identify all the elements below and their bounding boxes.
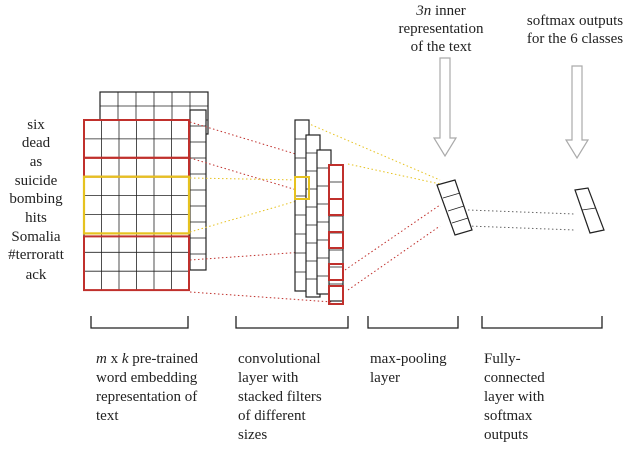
inner-representation-label: 3n inner representation of the text: [378, 2, 504, 56]
inner-representation-text: inner representation of the text: [398, 3, 484, 55]
conv-filter-stack: [294, 119, 344, 305]
softmax-outputs-label: softmax outputs for the 6 classes: [526, 13, 624, 47]
pool-cell-line: [447, 205, 465, 212]
embedding-caption-k: k: [121, 351, 129, 367]
pool-cell-line: [442, 192, 461, 199]
arrow-softmax-outputs: [564, 65, 590, 160]
fc-caption: Fully- connected layer with softmax outp…: [484, 351, 545, 443]
bracket-fc: [481, 316, 603, 329]
filter-window-yellow: [82, 175, 191, 235]
connector-grey: [467, 209, 576, 215]
input-word: Somalia: [11, 229, 61, 245]
embedding-matrix: [82, 91, 209, 292]
conv-cell-highlight: [328, 263, 344, 281]
pooled-vector: [436, 179, 473, 236]
embedding-caption-text: pre-trained word embedding representatio…: [96, 351, 199, 424]
input-word: ack: [25, 267, 47, 283]
conv-cell-highlight: [328, 198, 344, 216]
conv-caption: convolutional layer with stacked filters…: [238, 351, 322, 443]
conv-cell-highlight: [328, 285, 344, 305]
softmax-vector: [574, 187, 605, 234]
connector-yellow: [189, 199, 301, 233]
pool-parallelogram: [436, 179, 473, 236]
conv-cell-highlight: [328, 231, 344, 249]
inner-representation-var: 3n: [416, 3, 432, 19]
input-word: six: [27, 117, 45, 133]
embedding-caption-x: x: [106, 351, 122, 367]
pool-cell-line: [451, 217, 469, 224]
input-word: dead: [21, 135, 51, 151]
input-word: #terroratt: [8, 247, 64, 263]
embedding-caption-m: m: [96, 351, 107, 367]
embedding-front-grid: [83, 119, 190, 291]
softmax-parallelogram: [574, 187, 605, 234]
softmax-cell-line: [581, 207, 597, 211]
connector-red: [189, 121, 333, 166]
bottom-brackets: [90, 316, 603, 329]
input-word: bombing: [9, 191, 63, 207]
connector-red: [344, 204, 441, 271]
filter-window-red-bottom: [83, 235, 190, 292]
input-word: suicide: [14, 173, 58, 189]
bracket-embedding: [90, 316, 189, 329]
connector-yellow: [299, 119, 441, 181]
connector-grey: [467, 225, 576, 231]
connector-lines: [189, 119, 576, 303]
input-word: as: [29, 154, 43, 170]
connector-red: [347, 225, 441, 291]
bracket-conv: [235, 316, 349, 329]
input-word: hits: [25, 210, 47, 226]
conv-cell-highlight-yellow: [294, 176, 310, 200]
embedding-caption: m x k pre-trained word embedding represe…: [96, 350, 214, 426]
pool-caption: max-pooling layer: [370, 351, 447, 386]
connector-red: [189, 157, 331, 201]
bracket-pool: [367, 316, 459, 329]
arrow-inner-representation: [432, 57, 458, 158]
